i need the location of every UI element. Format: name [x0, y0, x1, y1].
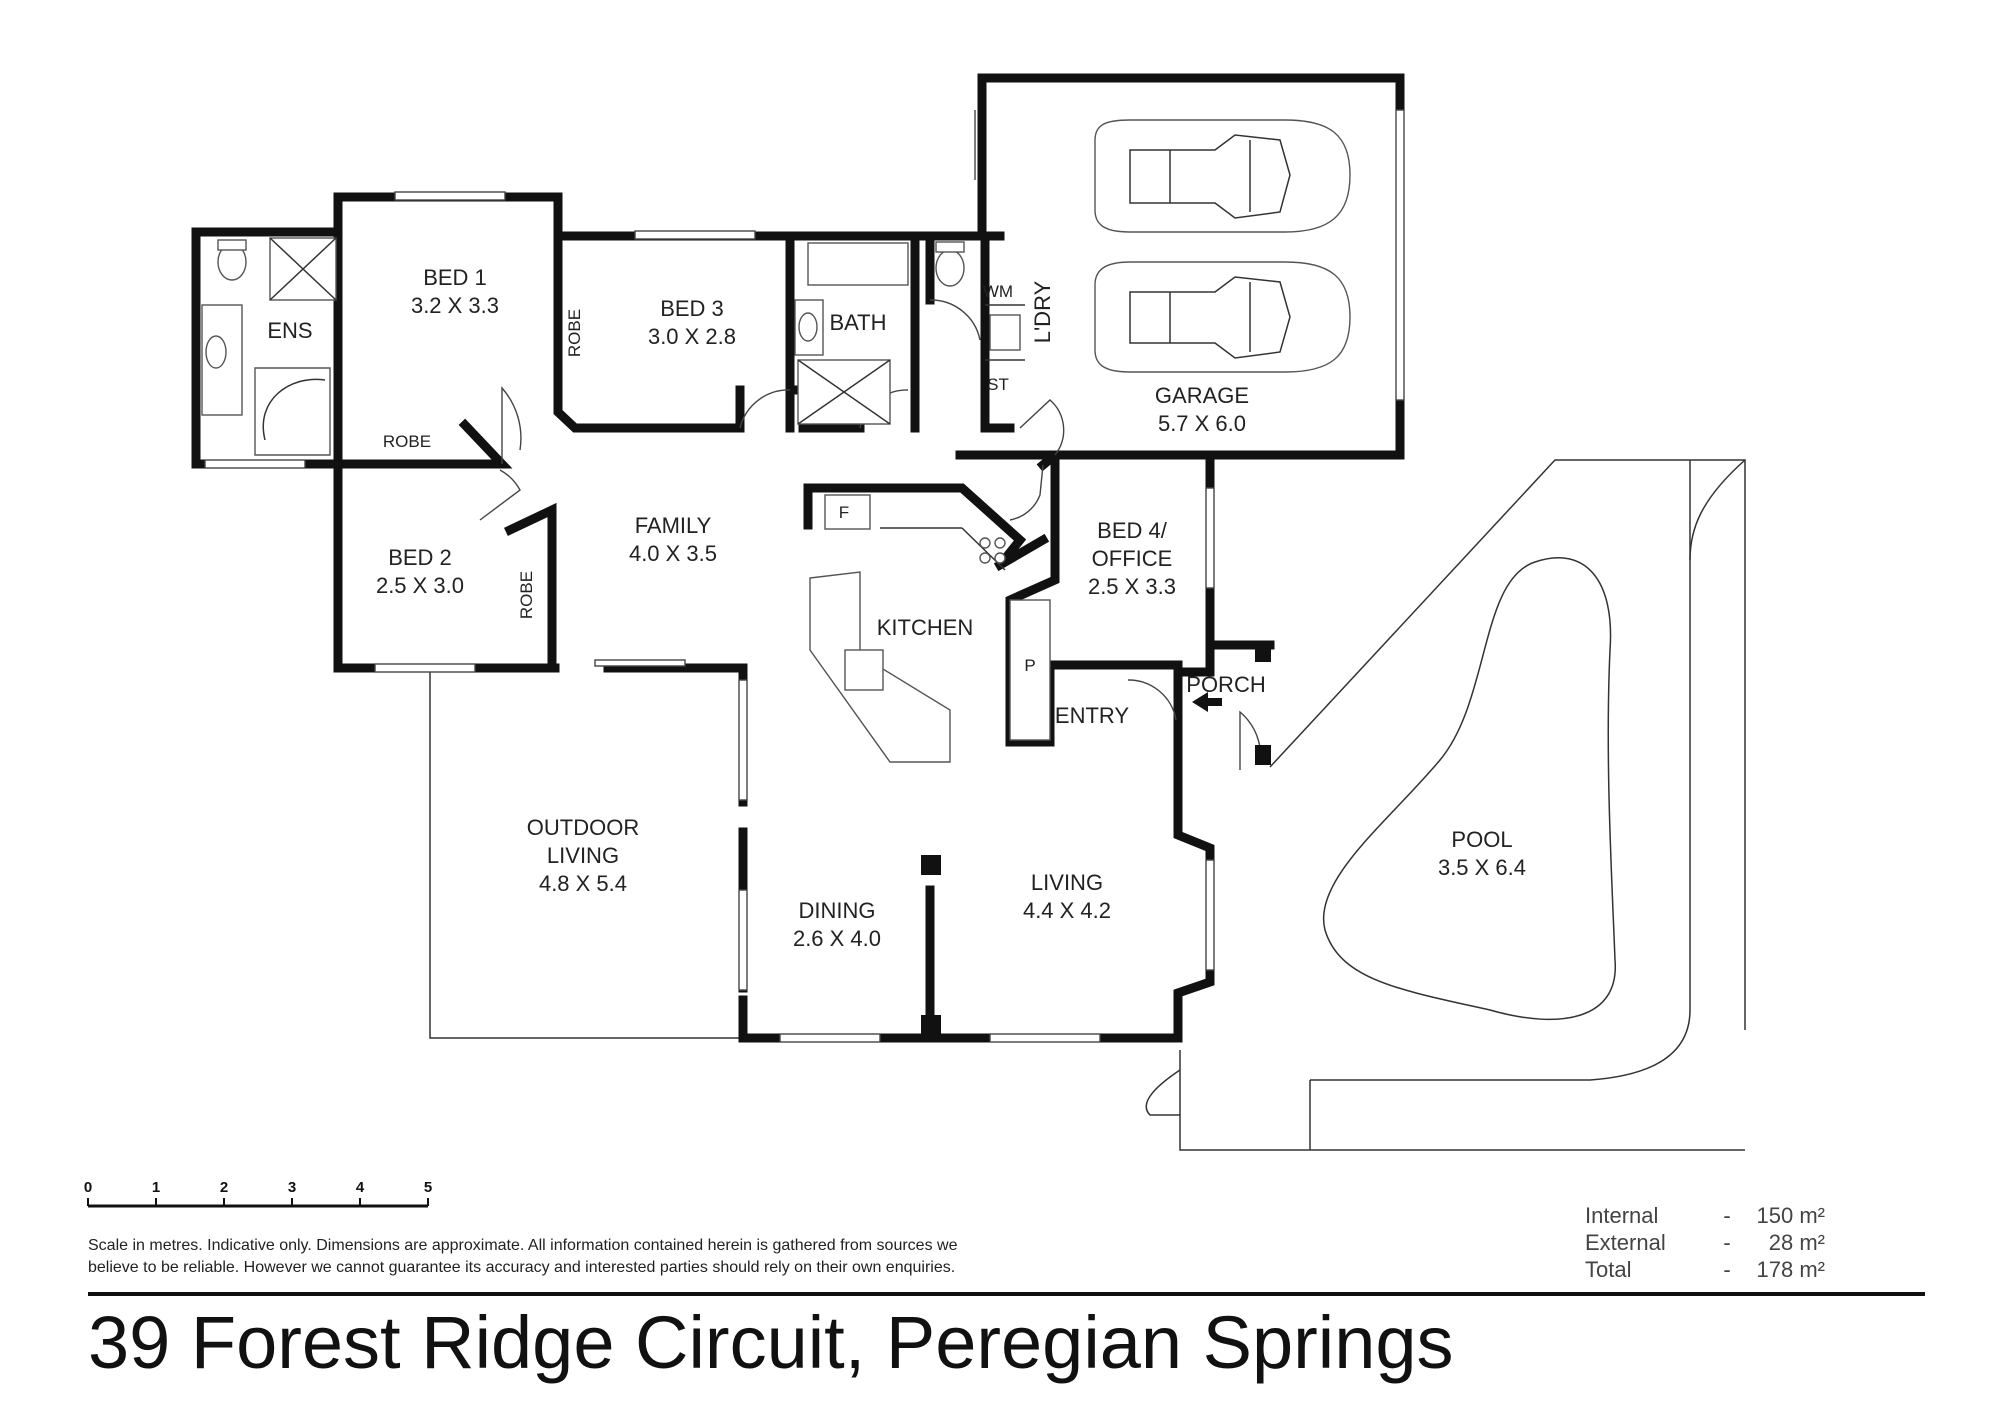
bed2-label: BED 2	[388, 545, 452, 570]
car-bottom-icon	[1094, 261, 1351, 373]
disclaimer: Scale in metres. Indicative only. Dimens…	[88, 1235, 1108, 1279]
disclaimer-line-1: Scale in metres. Indicative only. Dimens…	[88, 1237, 958, 1254]
outdoor-dims: 4.8 X 5.4	[539, 871, 627, 896]
title-divider	[88, 1292, 1925, 1296]
bed1-label: BED 1	[423, 265, 487, 290]
area-summary: Internal - 150 m² External - 28 m² Total…	[1585, 1202, 1825, 1283]
area-label: External	[1585, 1229, 1666, 1255]
robe-bed1-label: ROBE	[383, 432, 431, 451]
windows	[204, 109, 1405, 1043]
outdoor-label: OUTDOOR	[527, 815, 639, 840]
laundry-label: L'DRY	[1030, 280, 1055, 343]
area-value: 150 m²	[1756, 1202, 1825, 1228]
bed4-label: BED 4/	[1097, 518, 1168, 543]
robe-bed3-label: ROBE	[565, 309, 584, 357]
st-label: ST	[987, 375, 1009, 394]
scale-tick-label: 4	[356, 1179, 365, 1196]
bed3-label: BED 3	[660, 296, 724, 321]
ens-label: ENS	[267, 318, 312, 343]
area-row-external: External - 28 m²	[1585, 1229, 1825, 1256]
fridge-label: F	[839, 503, 849, 522]
pantry-label: P	[1024, 656, 1035, 675]
scale-bar: 0 1 2 3 4 5	[84, 1179, 432, 1208]
interior-walls	[191, 185, 1060, 1043]
dining-label: DINING	[799, 898, 876, 923]
wm-label: WM	[983, 282, 1013, 301]
area-dash: -	[1723, 1229, 1731, 1255]
kitchen-label: KITCHEN	[877, 615, 974, 640]
entry-label: ENTRY	[1055, 703, 1129, 728]
living-dims: 4.4 X 4.2	[1023, 898, 1111, 923]
scale-tick-label: 5	[424, 1179, 432, 1196]
pool-label: POOL	[1451, 827, 1512, 852]
cars	[1094, 119, 1351, 373]
room-labels: BED 1 3.2 X 3.3 ENS BED 3 3.0 X 2.8 BATH…	[267, 265, 1526, 951]
property-address: 39 Forest Ridge Circuit, Peregian Spring…	[88, 1301, 1454, 1384]
bed1-dims: 3.2 X 3.3	[411, 293, 499, 318]
area-dash: -	[1723, 1202, 1731, 1228]
dining-dims: 2.6 X 4.0	[793, 926, 881, 951]
bed2-dims: 2.5 X 3.0	[376, 573, 464, 598]
porch-label: PORCH	[1186, 672, 1265, 697]
bed3-dims: 3.0 X 2.8	[648, 324, 736, 349]
fixtures	[201, 237, 1271, 1035]
area-row-total: Total - 178 m²	[1585, 1256, 1825, 1283]
pool-outline	[1322, 557, 1616, 1021]
site-outlines	[429, 459, 1746, 1151]
bed4-dims: 2.5 X 3.3	[1088, 574, 1176, 599]
disclaimer-line-2: believe to be reliable. However we canno…	[88, 1259, 956, 1276]
scale-tick-label: 2	[220, 1179, 228, 1196]
car-top-icon	[1094, 119, 1351, 233]
area-dash: -	[1723, 1256, 1731, 1282]
bed4-label-2: OFFICE	[1092, 546, 1173, 571]
family-dims: 4.0 X 3.5	[629, 541, 717, 566]
robe-bed2-label: ROBE	[517, 571, 536, 619]
garage-dims: 5.7 X 6.0	[1158, 411, 1246, 436]
area-label: Internal	[1585, 1202, 1659, 1228]
outdoor-label-2: LIVING	[547, 843, 619, 868]
family-label: FAMILY	[635, 513, 712, 538]
area-row-internal: Internal - 150 m²	[1585, 1202, 1825, 1229]
area-value: 178 m²	[1756, 1256, 1825, 1282]
pool-dims: 3.5 X 6.4	[1438, 855, 1526, 880]
area-label: Total	[1585, 1256, 1632, 1282]
bath-label: BATH	[829, 310, 886, 335]
garage-label: GARAGE	[1155, 383, 1249, 408]
living-label: LIVING	[1031, 870, 1103, 895]
area-value: 28 m²	[1768, 1229, 1825, 1255]
scale-tick-label: 3	[288, 1179, 296, 1196]
scale-tick-label: 0	[84, 1179, 92, 1196]
scale-tick-label: 1	[152, 1179, 160, 1196]
